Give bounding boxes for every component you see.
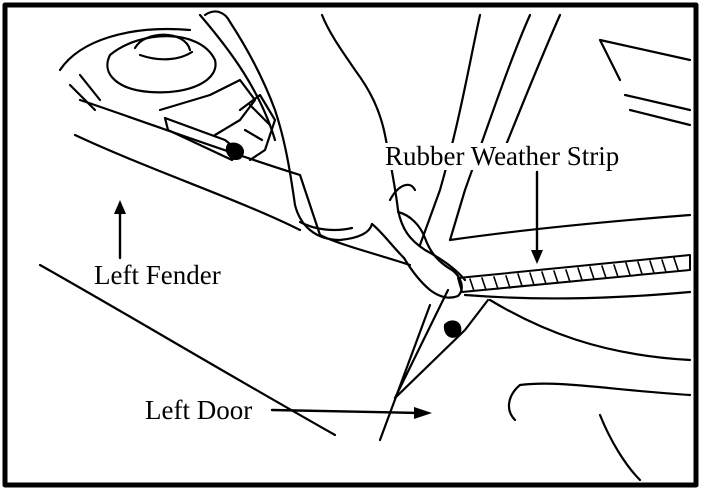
door-panel (378, 288, 692, 482)
door-arrow (270, 407, 432, 419)
window-frame (418, 13, 692, 247)
left-door-label: Left Door (143, 395, 255, 425)
weather-strip-arrow (531, 170, 543, 264)
fender-arrow (114, 200, 126, 260)
weather-strip-label: Rubber Weather Strip (383, 141, 622, 171)
rubber-weather-strip (457, 254, 692, 300)
fender-panel (38, 13, 412, 437)
engine-bay-parts (58, 27, 277, 162)
left-fender-label: Left Fender (92, 260, 223, 290)
